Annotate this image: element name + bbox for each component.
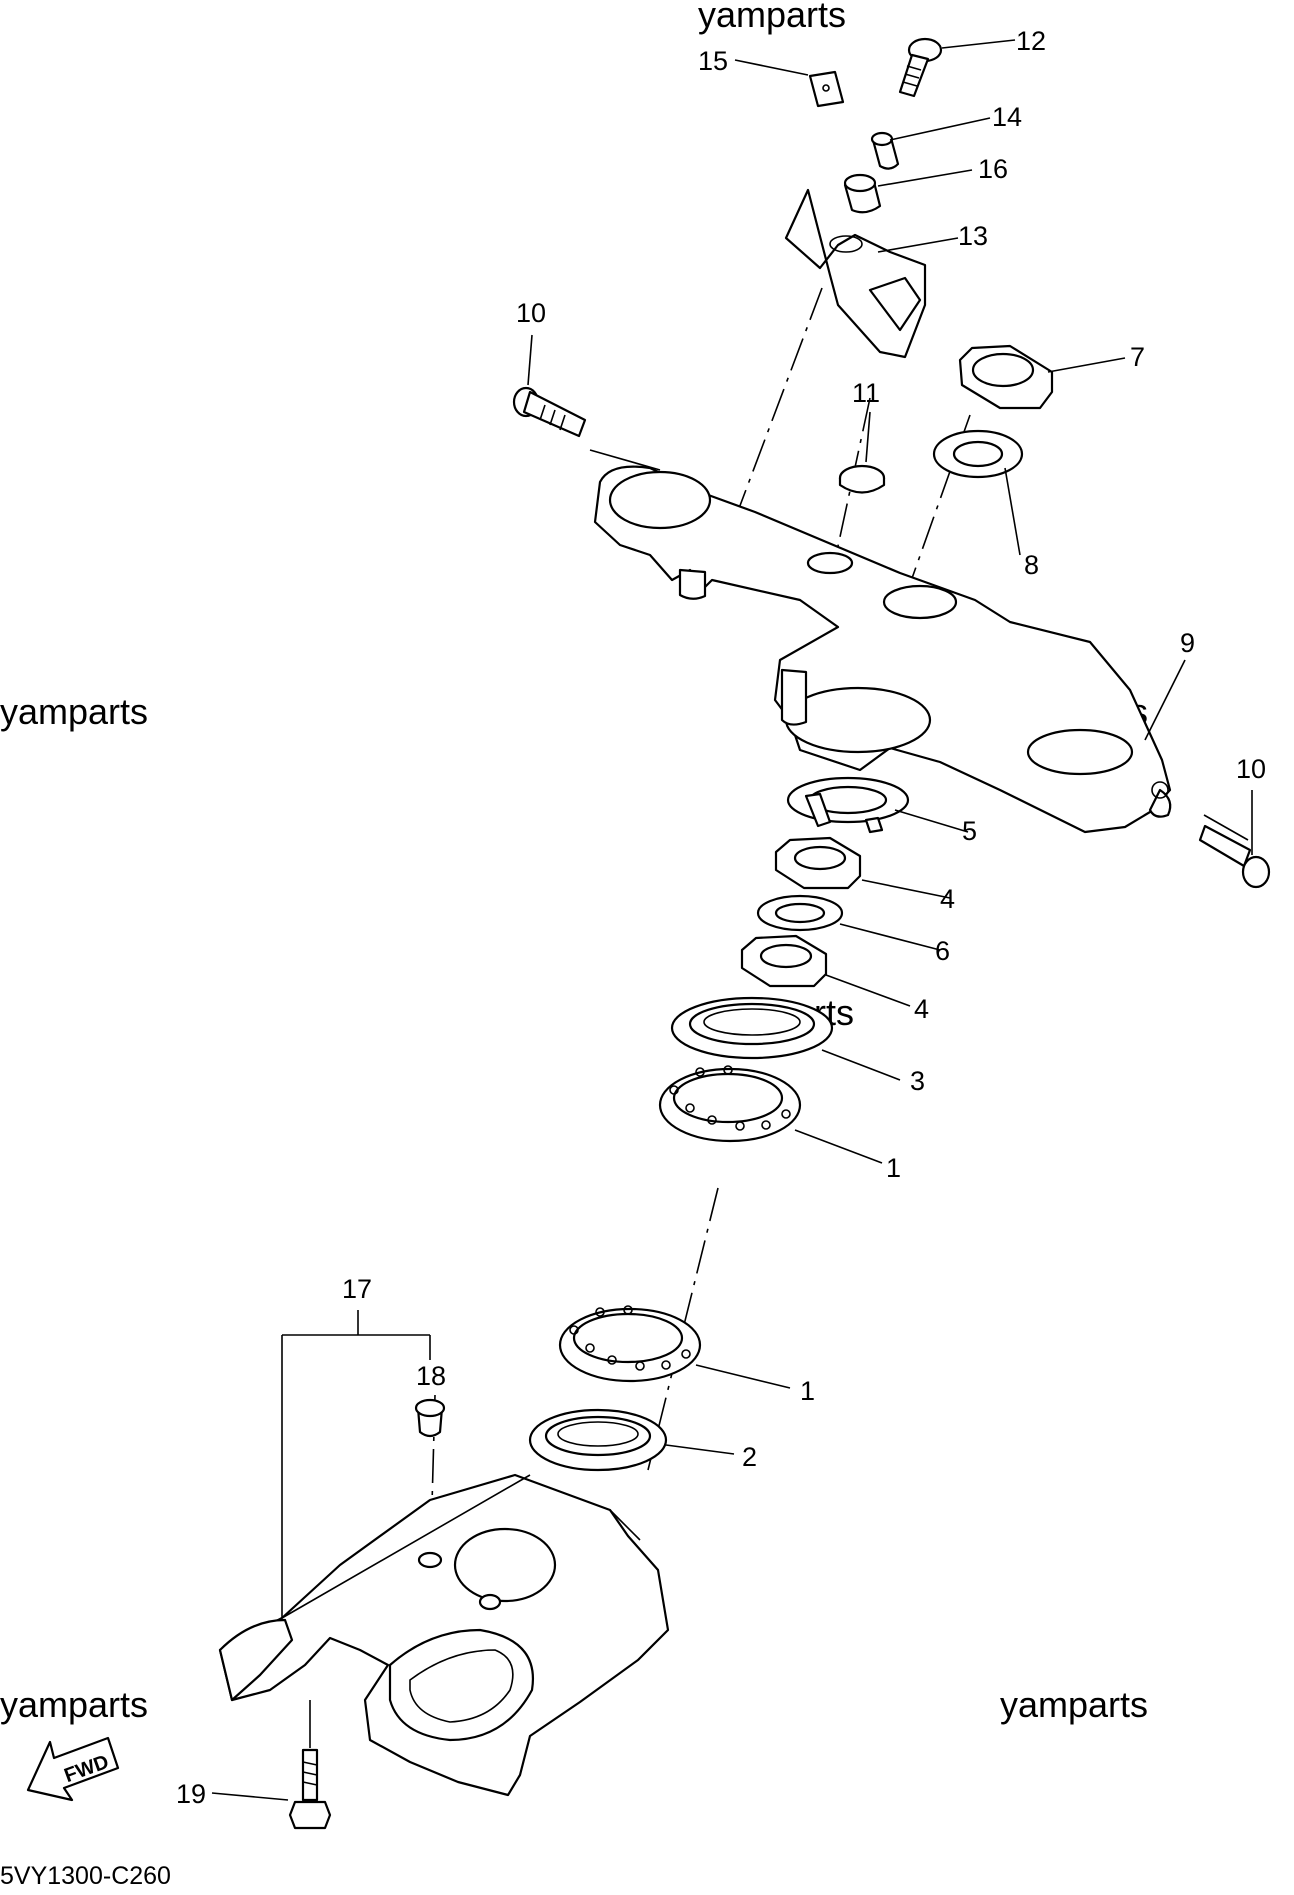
leader-lines — [211, 39, 1253, 1801]
part-3-bearing-cover — [670, 996, 834, 1060]
callout-6: 6 — [935, 936, 950, 966]
part-1-bearing — [658, 1065, 802, 1143]
watermark: yamparts — [1000, 1684, 1148, 1725]
callout-4: 4 — [914, 994, 929, 1024]
part-17-lower-cover — [218, 1473, 670, 1797]
callout-14: 14 — [992, 102, 1022, 132]
drawing-code: 5VY1300-C260 — [0, 1862, 171, 1890]
callout-12: 12 — [1016, 26, 1046, 56]
part-11-cap — [838, 464, 886, 494]
part-4-ring-nut — [774, 836, 862, 890]
assembly-axis-line — [1203, 814, 1249, 841]
part-14-collar — [870, 131, 900, 170]
watermark: yamparts — [0, 1684, 148, 1725]
part-4-ring-nut — [740, 934, 828, 988]
bearing-balls — [569, 1305, 691, 1371]
part-10-bolt — [1198, 824, 1271, 889]
callout-1: 1 — [800, 1376, 815, 1406]
part-15-clip — [808, 70, 845, 108]
callout-8: 8 — [1024, 550, 1039, 580]
callout-9: 9 — [1180, 628, 1195, 658]
bearing-balls — [669, 1065, 791, 1131]
callout-labels: 1 1 2 3 4 4 5 6 7 8 9 10 10 11 12 13 14 … — [176, 26, 1266, 1809]
callout-18: 18 — [416, 1361, 446, 1391]
part-10-bolt — [512, 386, 587, 438]
callout-2: 2 — [742, 1442, 757, 1472]
watermark: yamparts — [0, 691, 148, 732]
callout-17: 17 — [342, 1274, 372, 1304]
part-19-bolt — [288, 1748, 332, 1830]
part-13-bracket — [784, 188, 927, 359]
part-12-bolt — [898, 37, 943, 98]
callout-19: 19 — [176, 1779, 206, 1809]
callout-16: 16 — [978, 154, 1008, 184]
part-16-grommet — [843, 173, 882, 214]
callout-5: 5 — [962, 816, 977, 846]
part-18-grommet — [414, 1398, 446, 1438]
callout-10: 10 — [516, 298, 546, 328]
callout-10: 10 — [1236, 754, 1266, 784]
part-7-nut — [958, 344, 1054, 410]
callout-7: 7 — [1130, 342, 1145, 372]
fwd-arrow-icon: FWD — [26, 1736, 120, 1802]
group-bracket-17 — [281, 1310, 431, 1618]
part-9-upper-bracket — [593, 465, 1172, 834]
assembly-axis-line — [647, 1187, 719, 1471]
callout-15: 15 — [698, 46, 728, 76]
part-1-bearing — [558, 1305, 702, 1383]
callout-3: 3 — [910, 1066, 925, 1096]
callout-4: 4 — [940, 884, 955, 914]
watermark: yamparts — [698, 0, 846, 35]
callout-11: 11 — [852, 378, 880, 408]
callout-1: 1 — [886, 1153, 901, 1183]
part-2-seal — [528, 1408, 668, 1472]
part-6-washer — [756, 894, 844, 932]
part-8-washer — [932, 429, 1024, 479]
part-5-lock-washer — [786, 776, 910, 834]
callout-13: 13 — [958, 221, 988, 251]
